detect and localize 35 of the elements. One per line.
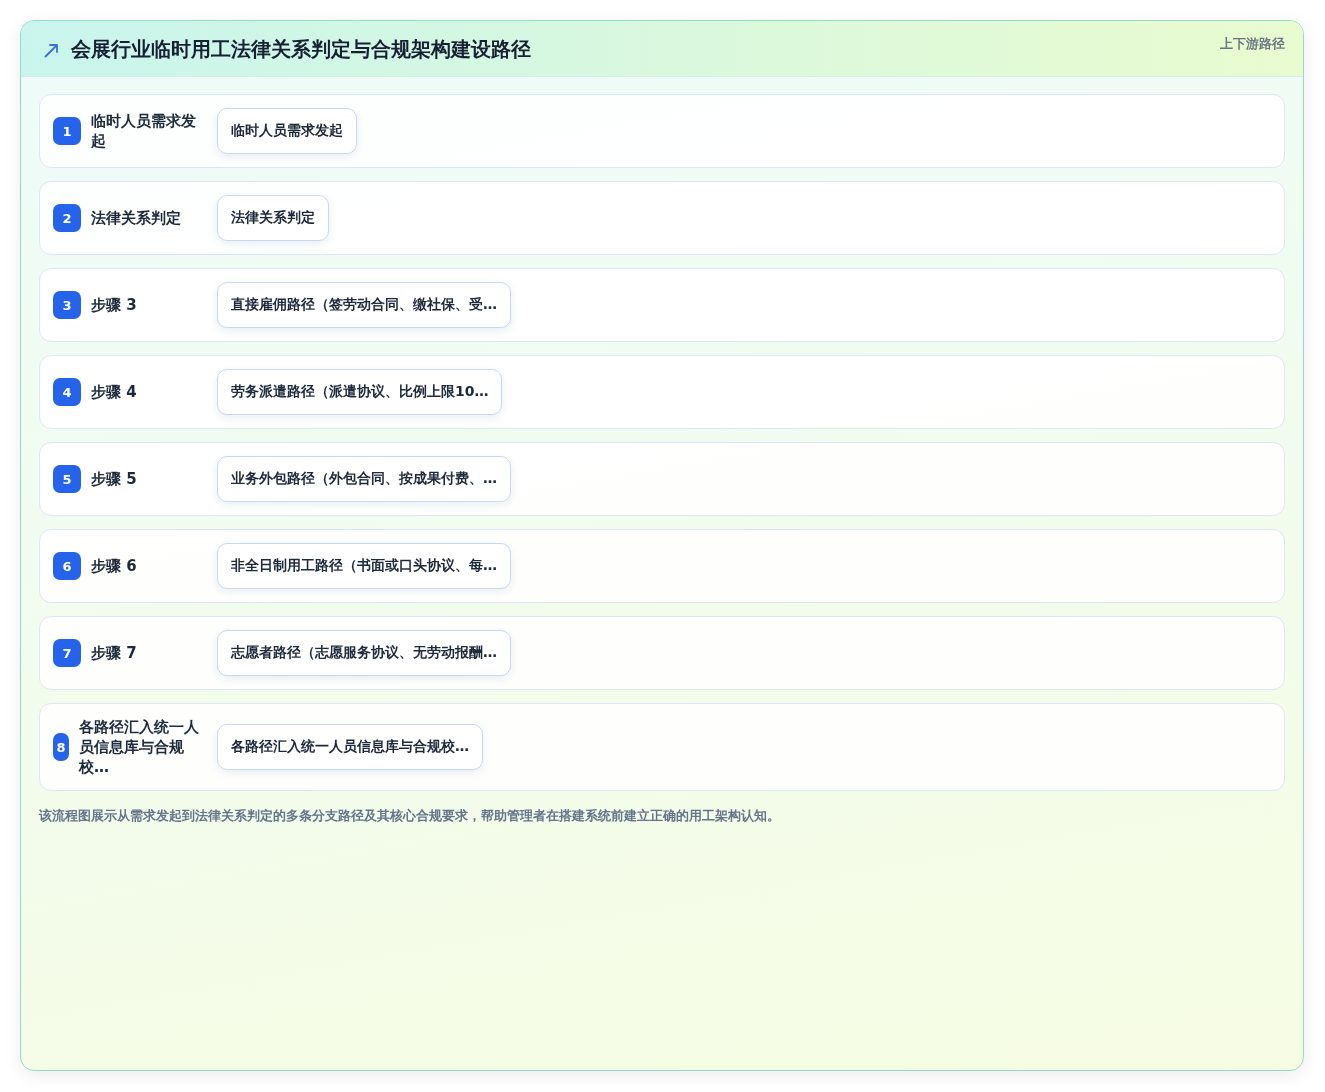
step-row <box>39 703 1285 791</box>
step-row <box>39 94 1285 168</box>
step-label: 步骤 3 <box>91 295 138 315</box>
header-note: 上下游路径 <box>1220 35 1285 53</box>
path-box: 直接雇佣路径（签劳动合同、缴社保、受… <box>217 282 511 328</box>
step-row <box>39 181 1285 255</box>
step-number-badge: 5 <box>53 465 81 493</box>
step-label: 各路径汇入统一人员信息库与合规校… <box>79 717 200 777</box>
step-number-badge: 2 <box>53 204 81 232</box>
step-number-badge: 7 <box>53 639 81 667</box>
caption: 该流程图展示从需求发起到法律关系判定的多条分支路径及其核心合规要求，帮助管理者在搭建系统前建立正确的用工架构认知。 <box>39 807 781 825</box>
step-row <box>39 268 1285 342</box>
step-label: 法律关系判定 <box>91 208 182 228</box>
step-number-badge: 4 <box>53 378 81 406</box>
path-box: 劳务派遣路径（派遣协议、比例上限10… <box>217 369 503 415</box>
diagram-title: 会展行业临时用工法律关系判定与合规架构建设路径 <box>71 36 531 63</box>
step-label: 步骤 4 <box>91 382 138 402</box>
step-number-badge: 6 <box>53 552 81 580</box>
step-label: 步骤 5 <box>91 469 138 489</box>
path-box: 各路径汇入统一人员信息库与合规校… <box>217 724 483 770</box>
path-box: 志愿者路径（志愿服务协议、无劳动报酬… <box>217 630 511 676</box>
path-box: 临时人员需求发起 <box>217 108 357 154</box>
step-number-badge: 8 <box>53 733 69 761</box>
step-row <box>39 442 1285 516</box>
path-box: 非全日制用工路径（书面或口头协议、每… <box>217 543 511 589</box>
step-number-badge: 1 <box>53 117 81 145</box>
path-box: 业务外包路径（外包合同、按成果付费、… <box>217 456 511 502</box>
step-label: 临时人员需求发起 <box>91 111 197 151</box>
step-row <box>39 616 1285 690</box>
step-label: 步骤 7 <box>91 643 138 663</box>
path-box: 法律关系判定 <box>217 195 329 241</box>
step-row <box>39 355 1285 429</box>
step-number-badge: 3 <box>53 291 81 319</box>
step-row <box>39 529 1285 603</box>
step-label: 步骤 6 <box>91 556 138 576</box>
